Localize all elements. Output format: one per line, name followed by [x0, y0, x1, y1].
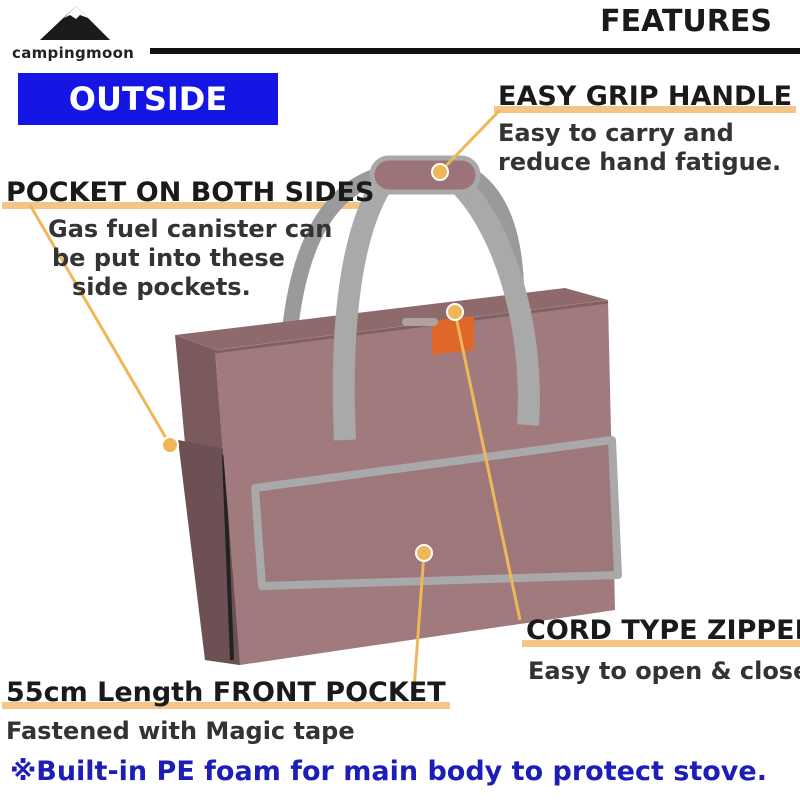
- callout-desc-side-pocket-1: Gas fuel canister can: [48, 215, 333, 243]
- callout-desc-zipper: Easy to open & close: [528, 657, 800, 685]
- callout-desc-side-pocket-2: be put into these: [52, 244, 285, 272]
- callout-title-handle: EASY GRIP HANDLE: [494, 80, 797, 114]
- callout-title-zipper: CORD TYPE ZIPPER: [522, 614, 800, 648]
- callout-dot-handle: [431, 163, 449, 181]
- side-zipper: [222, 454, 234, 661]
- title-divider: [150, 48, 800, 54]
- brand-name: campingmoon: [12, 44, 135, 62]
- callout-dot-side-pocket: [161, 436, 179, 454]
- callout-dot-front-pocket: [415, 544, 433, 562]
- callout-title-front-pocket: 55cm Length FRONT POCKET: [2, 676, 450, 710]
- callout-dot-zipper: [446, 303, 464, 321]
- section-badge: OUTSIDE: [18, 73, 278, 125]
- brand-logo-icon: [40, 6, 110, 40]
- front-pocket: [251, 436, 622, 590]
- footnote: ※Built-in PE foam for main body to prote…: [10, 756, 767, 787]
- callout-title-side-pocket: POCKET ON BOTH SIDES: [2, 176, 379, 210]
- callout-desc-side-pocket-3: side pockets.: [72, 273, 251, 301]
- page-title: FEATURES: [600, 4, 772, 39]
- callout-desc-handle-2: reduce hand fatigue.: [498, 148, 782, 176]
- handle-grip: [369, 155, 481, 195]
- brand-patch-icon: [432, 316, 474, 355]
- callout-desc-handle-1: Easy to carry and: [498, 119, 734, 147]
- zipper-pull: [402, 318, 438, 326]
- bag-top: [175, 288, 608, 350]
- callout-desc-front-pocket: Fastened with Magic tape: [6, 717, 355, 745]
